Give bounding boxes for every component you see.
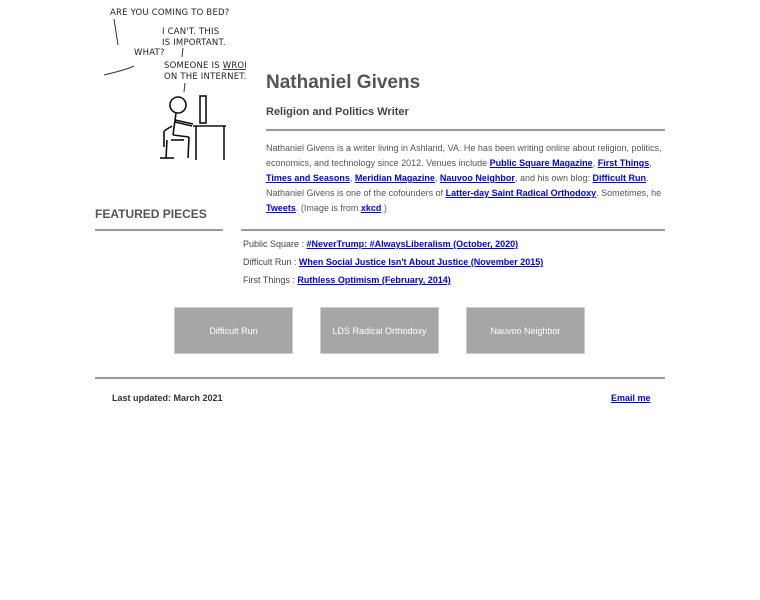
featured-link[interactable]: #NeverTrump: #AlwaysLiberalism (October,… [306, 239, 519, 249]
tile-lds-radical-orthodoxy[interactable]: LDS Radical Orthodoxy [320, 307, 439, 354]
bio-text: . (Image is from [295, 203, 361, 213]
link-tweets[interactable]: Tweets [266, 203, 296, 213]
link-nauvoo-neighbor[interactable]: Nauvoo Neighbor [439, 173, 515, 183]
divider-featured-right [241, 229, 665, 231]
comic-text-i-cant: I CAN'T. THIS [162, 27, 219, 37]
featured-list: Public Square : #NeverTrump: #AlwaysLibe… [243, 238, 543, 292]
bio-text: , [434, 173, 440, 183]
last-updated: Last updated: March 2021 [112, 393, 223, 403]
featured-heading: FEATURED PIECES [95, 207, 207, 221]
page-title: Nathaniel Givens [266, 72, 421, 93]
link-xkcd[interactable]: xkcd [360, 203, 382, 213]
featured-item: First Things : Ruthless Optimism (Februa… [243, 274, 543, 292]
bio-text: , and his own blog: [514, 173, 593, 183]
link-public-square[interactable]: Public Square Magazine [489, 158, 593, 168]
link-times-and-seasons[interactable]: Times and Seasons [266, 173, 350, 183]
bio-paragraph: Nathaniel Givens is a writer living in A… [266, 141, 666, 216]
bio-text: , [592, 158, 598, 168]
featured-item: Public Square : #NeverTrump: #AlwaysLibe… [243, 238, 543, 256]
stick-figure-at-desk [160, 95, 226, 160]
featured-link[interactable]: When Social Justice Isn't About Justice … [298, 257, 544, 267]
featured-item: Difficult Run : When Social Justice Isn'… [243, 256, 543, 274]
divider-header [266, 129, 665, 131]
tile-difficult-run[interactable]: Difficult Run [174, 307, 293, 354]
comic-text-someone-is-wrong: SOMEONE IS WRONG [164, 61, 246, 71]
bio-text: , [349, 173, 355, 183]
link-lds-radical-orthodoxy[interactable]: Latter-day Saint Radical Orthodoxy [445, 188, 597, 198]
featured-venue: Difficult Run : [243, 257, 299, 267]
divider-featured-left [95, 229, 223, 231]
bio-text: ) [381, 203, 387, 213]
link-meridian-magazine[interactable]: Meridian Magazine [354, 173, 435, 183]
bio-text: Nathaniel Givens is a writer living in A… [266, 143, 662, 168]
bio-text: , [649, 158, 652, 168]
bio-text: . Sometimes, he [596, 188, 662, 198]
featured-venue: Public Square : [243, 239, 307, 249]
comic-text-what: WHAT? [134, 48, 165, 58]
link-difficult-run[interactable]: Difficult Run [592, 173, 647, 183]
featured-venue: First Things : [243, 275, 298, 285]
featured-link[interactable]: Ruthless Optimism (February, 2014) [297, 275, 451, 285]
xkcd-comic-image: ARE YOU COMING TO BED? I CAN'T. THIS IS … [103, 8, 246, 160]
divider-footer [95, 377, 665, 379]
comic-text-are-you-coming-to-bed: ARE YOU COMING TO BED? [110, 8, 230, 18]
comic-text-is-important: IS IMPORTANT. [162, 38, 226, 48]
comic-text-on-the-internet: ON THE INTERNET. [164, 72, 246, 82]
email-link[interactable]: Email me [611, 393, 651, 403]
subtitle: Religion and Politics Writer [266, 106, 409, 118]
link-first-things[interactable]: First Things [597, 158, 650, 168]
bio-text: . Nathaniel Givens is one of the cofound… [266, 173, 649, 198]
tile-nauvoo-neighbor[interactable]: Nauvoo Neighbor [466, 307, 585, 354]
